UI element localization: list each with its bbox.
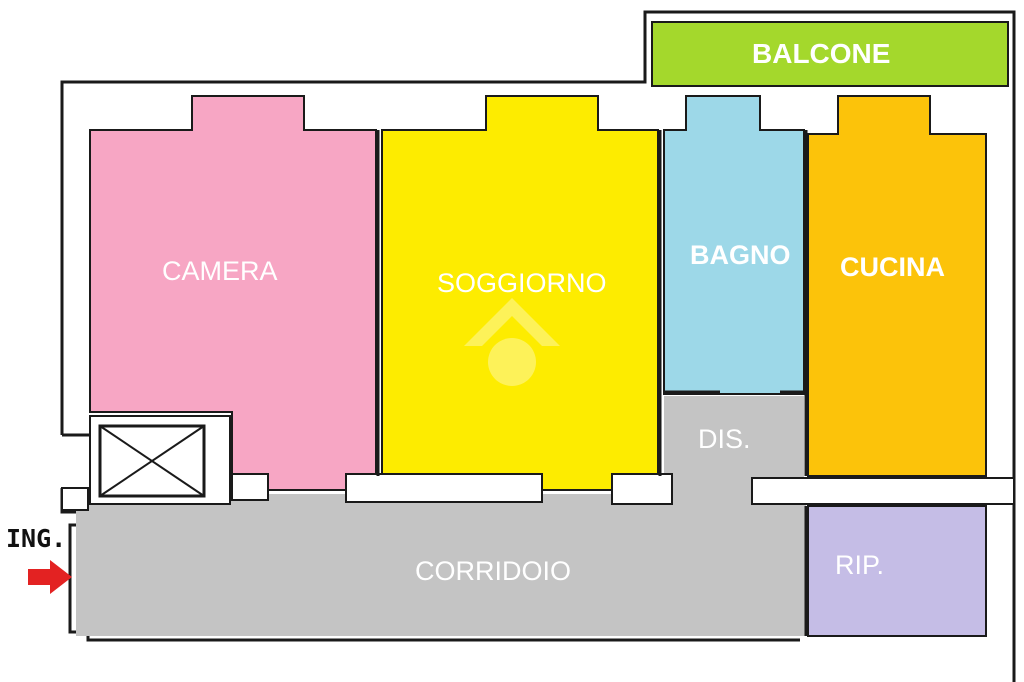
room-corridoio xyxy=(76,494,806,636)
label-cucina: CUCINA xyxy=(840,252,945,282)
room-camera xyxy=(89,95,377,491)
label-soggiorno: SOGGIORNO xyxy=(437,268,607,298)
elevator-shaft-icon xyxy=(61,415,269,511)
label-entrance: ING. xyxy=(6,524,67,553)
watermark-logo-icon xyxy=(464,298,560,386)
outer-walls xyxy=(60,10,1016,682)
room-dis-connector xyxy=(672,476,752,506)
partition-lines xyxy=(376,130,808,636)
room-balcone xyxy=(651,21,1009,87)
room-rip xyxy=(807,505,987,637)
label-dis: DIS. xyxy=(698,424,751,454)
interior-walls xyxy=(345,473,1015,505)
room-cucina xyxy=(807,95,987,477)
label-rip: RIP. xyxy=(835,550,885,580)
label-balcone: BALCONE xyxy=(752,38,891,69)
room-bagno xyxy=(663,95,805,395)
label-corridoio: CORRIDOIO xyxy=(415,556,572,586)
label-bagno: BAGNO xyxy=(690,240,791,270)
label-camera: CAMERA xyxy=(162,256,278,286)
entrance-arrow-icon xyxy=(28,560,72,594)
